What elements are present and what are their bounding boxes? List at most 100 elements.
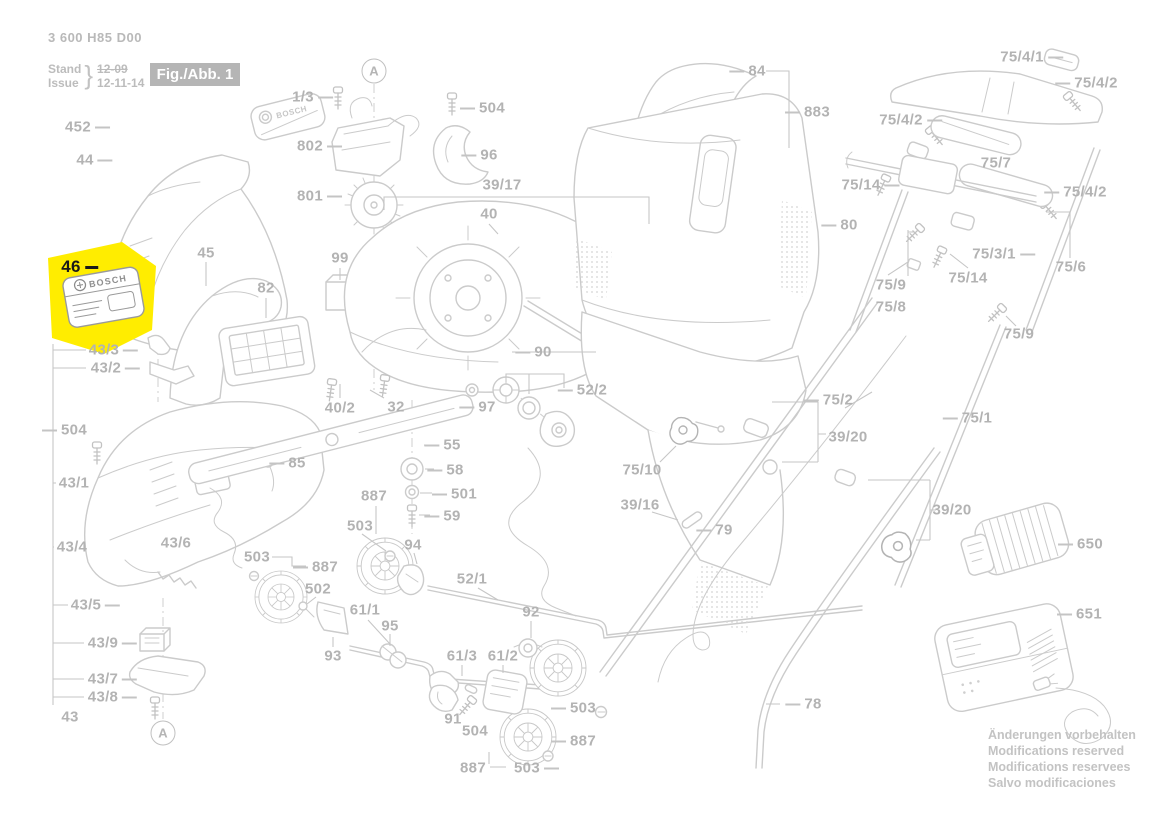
part-503-hubcaps xyxy=(248,550,608,762)
part-label-61-2: 61/2 xyxy=(487,647,519,665)
part-43-8-screw xyxy=(149,696,161,720)
part-label-504: 504 xyxy=(462,722,488,740)
part-label-39-20: 39/20 xyxy=(932,501,972,519)
figure-label: Fig./Abb. 1 xyxy=(150,63,240,86)
part-label-40: 40 xyxy=(480,205,498,223)
part-label-96: 96 xyxy=(461,146,498,164)
part-label-503: 503 xyxy=(551,699,596,717)
part-label-43-3: 43/3 xyxy=(88,341,139,359)
part-75-7-levers xyxy=(906,115,1054,208)
part-label-82: 82 xyxy=(257,279,275,297)
part-label-61-3: 61/3 xyxy=(446,647,478,665)
part-label-75-8: 75/8 xyxy=(875,298,907,316)
part-label-43-4: 43/4 xyxy=(56,538,88,556)
part-label-504: 504 xyxy=(460,99,505,117)
issue-label: Issue xyxy=(48,75,79,90)
part-label-85: 85 xyxy=(269,454,306,472)
part-label-75-14: 75/14 xyxy=(948,269,988,287)
part-label-61-1: 61/1 xyxy=(349,601,381,619)
part-label-503: 503 xyxy=(514,759,559,777)
part-32-screw xyxy=(324,377,338,403)
part-91-clamp xyxy=(428,684,459,713)
part-97-nut xyxy=(465,383,479,397)
part-label-43-6: 43/6 xyxy=(160,534,192,552)
stand-label: Stand xyxy=(48,61,82,76)
part-80-lower-housing xyxy=(580,311,807,634)
part-75-14-screw xyxy=(929,244,948,270)
part-label-75-9: 75/9 xyxy=(875,276,907,294)
deck-cable xyxy=(508,447,577,617)
part-label-46: 46 xyxy=(61,257,97,276)
part-label-503: 503 xyxy=(244,548,270,566)
part-43-9-block xyxy=(139,627,171,652)
part-52-2-hub-set xyxy=(492,376,576,448)
part-label-75-6: 75/6 xyxy=(1055,258,1087,276)
part-label-883: 883 xyxy=(785,103,830,121)
note-line-1: Modifications reserved xyxy=(988,744,1125,758)
part-75-9-screw xyxy=(984,302,1008,326)
part-label-93: 93 xyxy=(324,647,342,665)
part-58-washer xyxy=(400,457,424,481)
part-887-wheel xyxy=(254,570,308,624)
part-label-43-5: 43/5 xyxy=(70,596,121,614)
part-75-4-top-grip xyxy=(889,70,1103,125)
part-46-battery: BOSCH xyxy=(62,266,145,328)
part-label-75-4-2: 75/4/2 xyxy=(1055,74,1118,92)
part-label-39-20: 39/20 xyxy=(828,428,868,446)
part-label-58: 58 xyxy=(427,461,464,479)
part-handle-tubes xyxy=(849,147,1101,588)
part-label-43-2: 43/2 xyxy=(90,359,141,377)
part-label-75-14: 75/14 xyxy=(841,176,900,194)
part-label-75-4-2: 75/4/2 xyxy=(1044,183,1107,201)
part-label-43-9: 43/9 xyxy=(87,634,138,652)
part-75-8-nut xyxy=(906,258,922,271)
part-label-94: 94 xyxy=(404,536,422,554)
part-1-3-screw xyxy=(332,86,344,110)
part-75-4-1-cap xyxy=(1043,48,1080,72)
part-label-75-1: 75/1 xyxy=(942,409,993,427)
part-label-650: 650 xyxy=(1058,535,1103,553)
part-label-99: 99 xyxy=(331,249,349,267)
part-label-504: 504 xyxy=(42,421,87,439)
part-label-43-1: 43/1 xyxy=(58,474,90,492)
part-label-52-2: 52/2 xyxy=(557,381,608,399)
part-label-52-1: 52/1 xyxy=(456,570,488,588)
part-label-80: 80 xyxy=(821,216,858,234)
part-95-clamp xyxy=(379,643,407,669)
part-label-887: 887 xyxy=(551,732,596,750)
part-label-887: 887 xyxy=(361,487,387,505)
part-label-75-9: 75/9 xyxy=(1003,325,1035,343)
part-label-45: 45 xyxy=(197,244,215,262)
part-label-75-4-1: 75/4/1 xyxy=(1000,48,1063,66)
part-75-9-screw xyxy=(902,222,926,246)
part-label-43-8: 43/8 xyxy=(87,688,138,706)
part-label-43: 43 xyxy=(61,708,79,726)
part-43-5-spring xyxy=(157,571,197,589)
part-label-502: 502 xyxy=(305,580,331,598)
part-93-bracket xyxy=(316,601,349,635)
part-label-801: 801 xyxy=(297,187,342,205)
part-label-887: 887 xyxy=(460,759,486,777)
part-label-802: 802 xyxy=(297,137,342,155)
part-96-clamp xyxy=(432,125,489,185)
detail-marker-a: A xyxy=(150,720,176,746)
part-504-screw xyxy=(91,441,103,465)
part-label-55: 55 xyxy=(424,436,461,454)
part-label-59: 59 xyxy=(424,507,461,525)
part-75-3-1-crossbar xyxy=(845,151,1037,231)
part-650-battery xyxy=(960,502,1070,576)
part-label-44: 44 xyxy=(76,151,114,169)
part-label-95: 95 xyxy=(381,617,399,635)
part-label-39-16: 39/16 xyxy=(620,496,660,514)
part-502-screw xyxy=(298,601,315,618)
part-504-screw xyxy=(446,92,458,116)
part-92-hub xyxy=(513,638,543,658)
charger-cable xyxy=(1032,673,1111,744)
part-43-3-clip xyxy=(147,334,171,356)
part-label-75-4-2: 75/4/2 xyxy=(879,111,942,129)
brace: } xyxy=(84,60,94,90)
part-78-tube xyxy=(755,447,941,769)
part-39-20-fittings xyxy=(743,418,857,487)
